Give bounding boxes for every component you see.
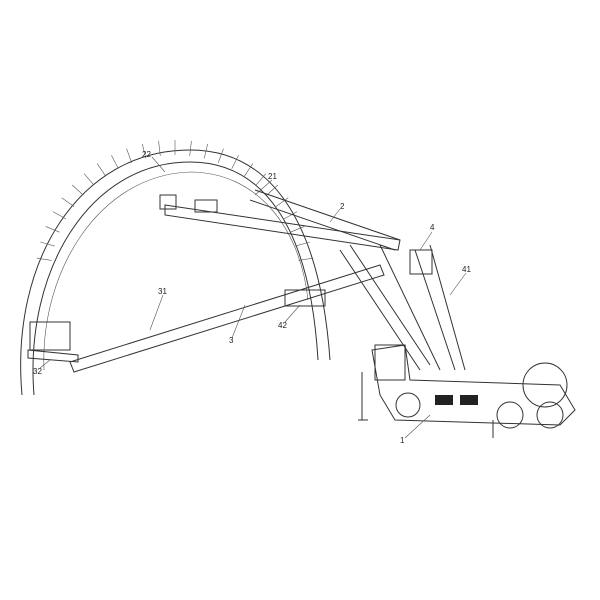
lift-arms	[339, 244, 466, 371]
arch-rib	[111, 155, 119, 169]
arch-rib	[40, 241, 55, 247]
label-42: 42	[278, 321, 287, 330]
arch-rib	[283, 211, 298, 220]
arch-rib	[158, 140, 161, 156]
arch-rib	[45, 226, 60, 233]
arch-rib	[244, 163, 254, 177]
label-1: 1	[400, 436, 405, 445]
arch-rib	[83, 173, 95, 186]
arch-rib	[203, 143, 208, 159]
steel-arch	[20, 140, 331, 396]
arch-rib	[96, 163, 106, 177]
label-22: 22	[142, 150, 151, 159]
label-32: 32	[33, 367, 42, 376]
label-4: 4	[430, 223, 435, 232]
arch-rib	[189, 140, 192, 156]
arch-rib	[217, 148, 224, 163]
label-2: 2	[340, 202, 345, 211]
lower-boom	[27, 264, 385, 373]
label-31: 31	[158, 287, 167, 296]
arch-rib	[298, 257, 314, 261]
arch-rib	[61, 197, 75, 207]
arch-rib	[52, 211, 67, 220]
arch-rib	[142, 143, 147, 159]
arch-rib	[275, 197, 289, 207]
arch-rib	[290, 226, 305, 233]
arch-rib	[231, 155, 239, 169]
arch-rib	[295, 241, 310, 247]
label-3: 3	[229, 336, 234, 345]
upper-boom	[159, 189, 401, 251]
arch-rib	[71, 184, 84, 196]
arch-rib	[266, 184, 279, 196]
arch-rib	[36, 257, 52, 261]
label-41: 41	[462, 265, 471, 274]
leader-lines	[39, 156, 467, 439]
carrier-vehicle	[358, 344, 576, 438]
arch-rib	[255, 173, 267, 186]
label-21: 21	[268, 172, 277, 181]
arch-rib	[126, 148, 133, 163]
